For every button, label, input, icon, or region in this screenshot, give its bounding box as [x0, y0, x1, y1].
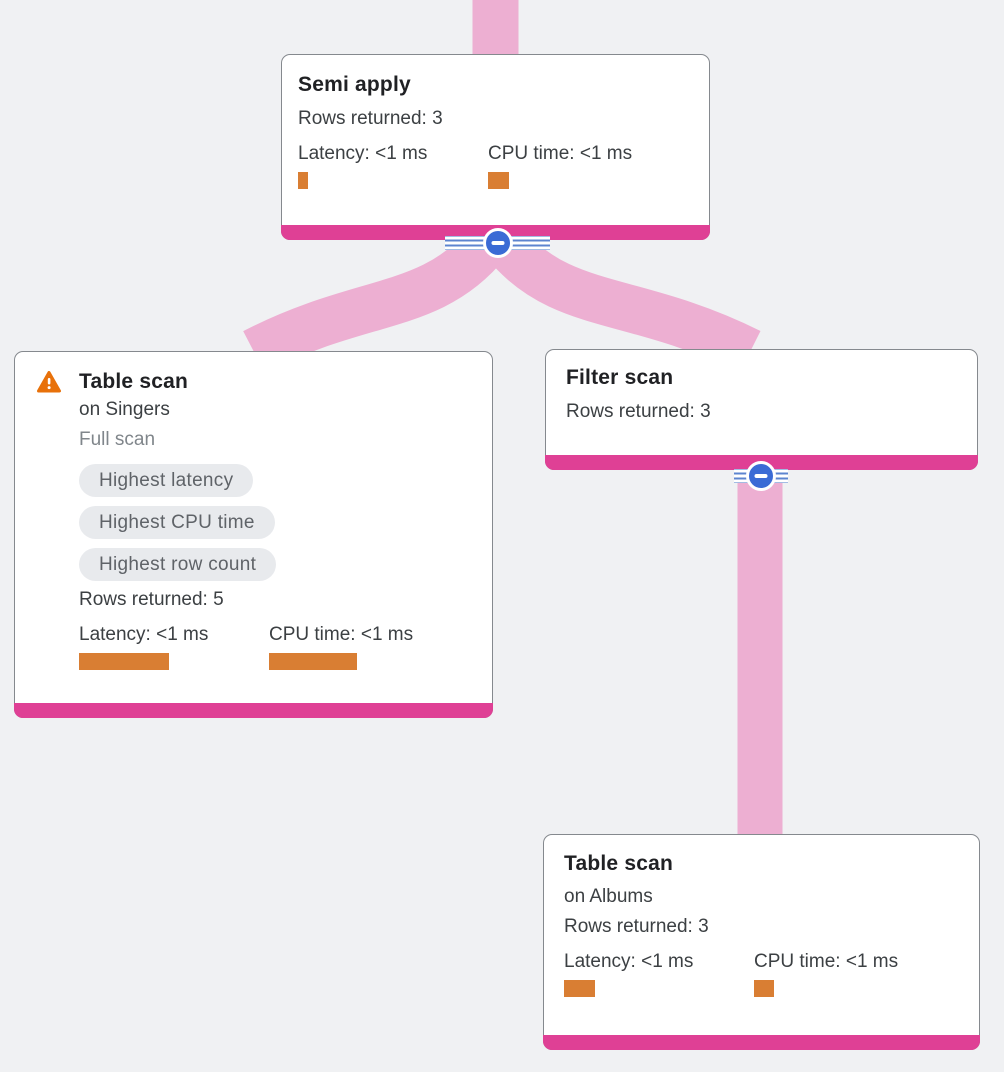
- latency-label: Latency: <1 ms: [298, 143, 428, 164]
- cpu-time-metric: CPU time: <1 ms: [754, 951, 944, 997]
- cpu-time-metric: CPU time: <1 ms: [488, 143, 678, 189]
- node-title: Table scan: [79, 370, 188, 393]
- scan-type-text: Full scan: [79, 429, 156, 450]
- cpu-time-bar: [269, 653, 357, 670]
- node-subtitle: on Singers: [79, 399, 170, 420]
- latency-label: Latency: <1 ms: [564, 951, 694, 972]
- rows-returned-text: Rows returned: 3: [564, 916, 709, 937]
- badge-highest-cpu-time: Highest CPU time: [79, 506, 275, 539]
- edge-semi-apply-to-table-scan-singers: [243, 226, 507, 373]
- node-accent-bar: [14, 703, 493, 718]
- rows-returned-text: Rows returned: 5: [79, 589, 224, 610]
- cpu-time-metric: CPU time: <1 ms: [269, 624, 459, 670]
- metrics-row: Latency: <1 ms CPU time: <1 ms: [298, 143, 693, 189]
- cpu-time-bar: [488, 172, 509, 189]
- minus-icon: [491, 241, 504, 245]
- collapse-button-semi-apply[interactable]: [445, 228, 550, 258]
- rows-returned-text: Rows returned: 3: [298, 108, 443, 129]
- cpu-time-label: CPU time: <1 ms: [488, 143, 633, 164]
- minus-circle-icon: [482, 228, 513, 258]
- metrics-row: Latency: <1 ms CPU time: <1 ms: [564, 951, 959, 997]
- node-accent-bar: [543, 1035, 980, 1050]
- latency-metric: Latency: <1 ms: [298, 143, 488, 189]
- node-semi-apply[interactable]: Semi apply Rows returned: 3 Latency: <1 …: [281, 54, 710, 240]
- node-title: Semi apply: [298, 73, 411, 96]
- node-table-scan-singers[interactable]: Table scan on Singers Full scan Highest …: [14, 351, 493, 718]
- node-title: Filter scan: [566, 366, 674, 389]
- latency-metric: Latency: <1 ms: [564, 951, 754, 997]
- edge-semi-apply-to-filter-scan: [485, 226, 761, 374]
- minus-icon: [754, 474, 768, 478]
- node-header: Table scan: [37, 369, 476, 395]
- latency-label: Latency: <1 ms: [79, 624, 209, 645]
- node-filter-scan[interactable]: Filter scan Rows returned: 3: [545, 349, 978, 470]
- badge-list: Highest latency Highest CPU time Highest…: [79, 464, 476, 581]
- latency-bar: [298, 172, 308, 189]
- node-subtitle: on Albums: [564, 886, 653, 907]
- node-title: Table scan: [564, 852, 673, 875]
- badge-highest-latency: Highest latency: [79, 464, 254, 497]
- latency-metric: Latency: <1 ms: [79, 624, 269, 670]
- cpu-time-label: CPU time: <1 ms: [269, 624, 414, 645]
- cpu-time-bar: [754, 980, 774, 997]
- collapse-button-filter-scan[interactable]: [734, 461, 788, 491]
- badge-highest-row-count: Highest row count: [79, 548, 277, 581]
- cpu-time-label: CPU time: <1 ms: [754, 951, 899, 972]
- rows-returned-text: Rows returned: 3: [566, 401, 711, 422]
- node-table-scan-albums[interactable]: Table scan on Albums Rows returned: 3 La…: [543, 834, 980, 1050]
- minus-circle-icon: [746, 461, 776, 491]
- warning-triangle-icon: [37, 371, 61, 393]
- metrics-row: Latency: <1 ms CPU time: <1 ms: [79, 624, 476, 670]
- latency-bar: [564, 980, 595, 997]
- latency-bar: [79, 653, 169, 670]
